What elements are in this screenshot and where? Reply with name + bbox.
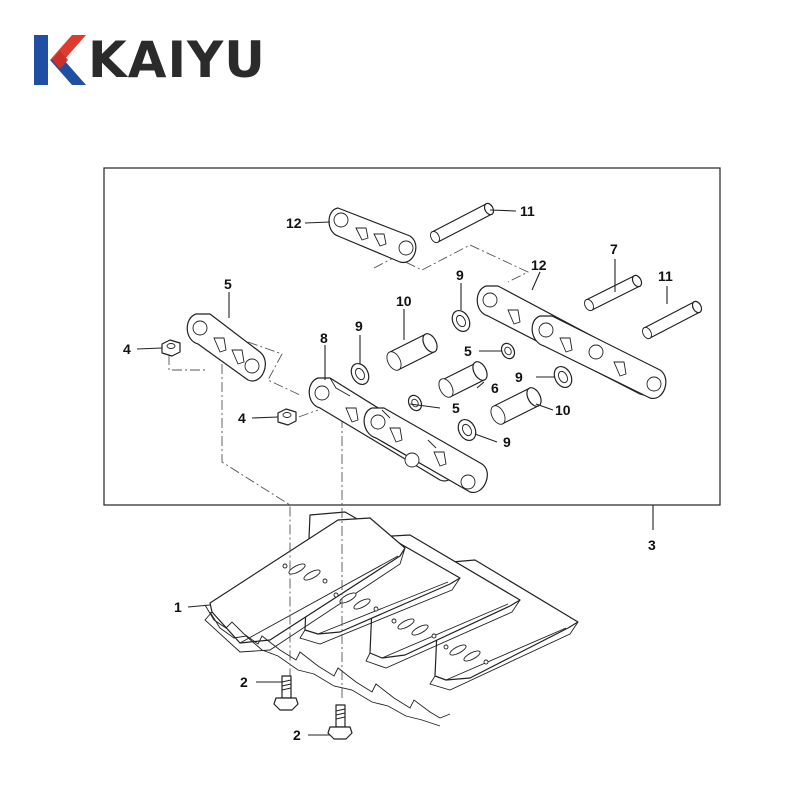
callout-10-upper: 10 [396, 293, 412, 309]
pin-11-right [642, 300, 703, 340]
seal-9-d [457, 418, 477, 442]
callout-2-left: 2 [240, 674, 248, 690]
spacer-5-a [500, 342, 516, 360]
callout-5-link: 5 [224, 276, 232, 292]
bushing-6 [438, 361, 488, 398]
track-shoe-1 [204, 517, 406, 653]
track-shoes [204, 511, 579, 727]
shoe-bolt-slots [282, 563, 489, 665]
callout-1: 1 [174, 599, 182, 615]
callout-4-center: 4 [238, 410, 246, 426]
callout-6: 6 [491, 380, 499, 396]
seal-9-b [451, 309, 471, 333]
callout-labels: 1 2 2 3 4 4 5 5 5 6 7 8 9 9 9 9 10 10 11… [123, 203, 673, 743]
callout-2-right: 2 [293, 727, 301, 743]
callout-9-d: 9 [503, 434, 511, 450]
callout-3: 3 [648, 537, 656, 553]
callout-10-lower: 10 [555, 402, 571, 418]
callout-12-right: 12 [531, 257, 547, 273]
callout-9-a: 9 [355, 318, 363, 334]
callout-8: 8 [320, 330, 328, 346]
callout-5-spacer-a: 5 [464, 343, 472, 359]
brand-name: KAIYU [88, 31, 266, 89]
bushing-10-lower [490, 387, 542, 425]
link-12-top [328, 207, 417, 263]
callout-12-top: 12 [286, 215, 302, 231]
assembly-frame [103, 167, 721, 506]
link-5-left [186, 313, 266, 382]
callout-5-spacer-b: 5 [452, 400, 460, 416]
nut-4-left [161, 339, 181, 357]
link-assembly-12-right [476, 285, 667, 399]
callout-9-c: 9 [515, 369, 523, 385]
seal-9-a [350, 362, 370, 386]
callout-11-right: 11 [658, 268, 673, 284]
seal-9-c [553, 365, 573, 389]
callout-4-left: 4 [123, 341, 131, 357]
callout-11-top: 11 [520, 203, 535, 219]
spacer-5-b [407, 394, 423, 412]
callout-7: 7 [610, 241, 618, 257]
bushing-10-upper [386, 333, 438, 371]
nut-4-center [277, 408, 297, 426]
leader-lines [136, 209, 668, 736]
link-assembly-8 [308, 377, 488, 493]
kaiyu-k-mark-icon [34, 35, 86, 85]
bolt-2-right [327, 704, 353, 740]
brand-logo: KAIYU [30, 30, 266, 90]
pin-7 [584, 274, 643, 312]
bolt-2-left [273, 675, 299, 711]
pin-11-top [430, 202, 495, 244]
callout-9-b: 9 [456, 267, 464, 283]
